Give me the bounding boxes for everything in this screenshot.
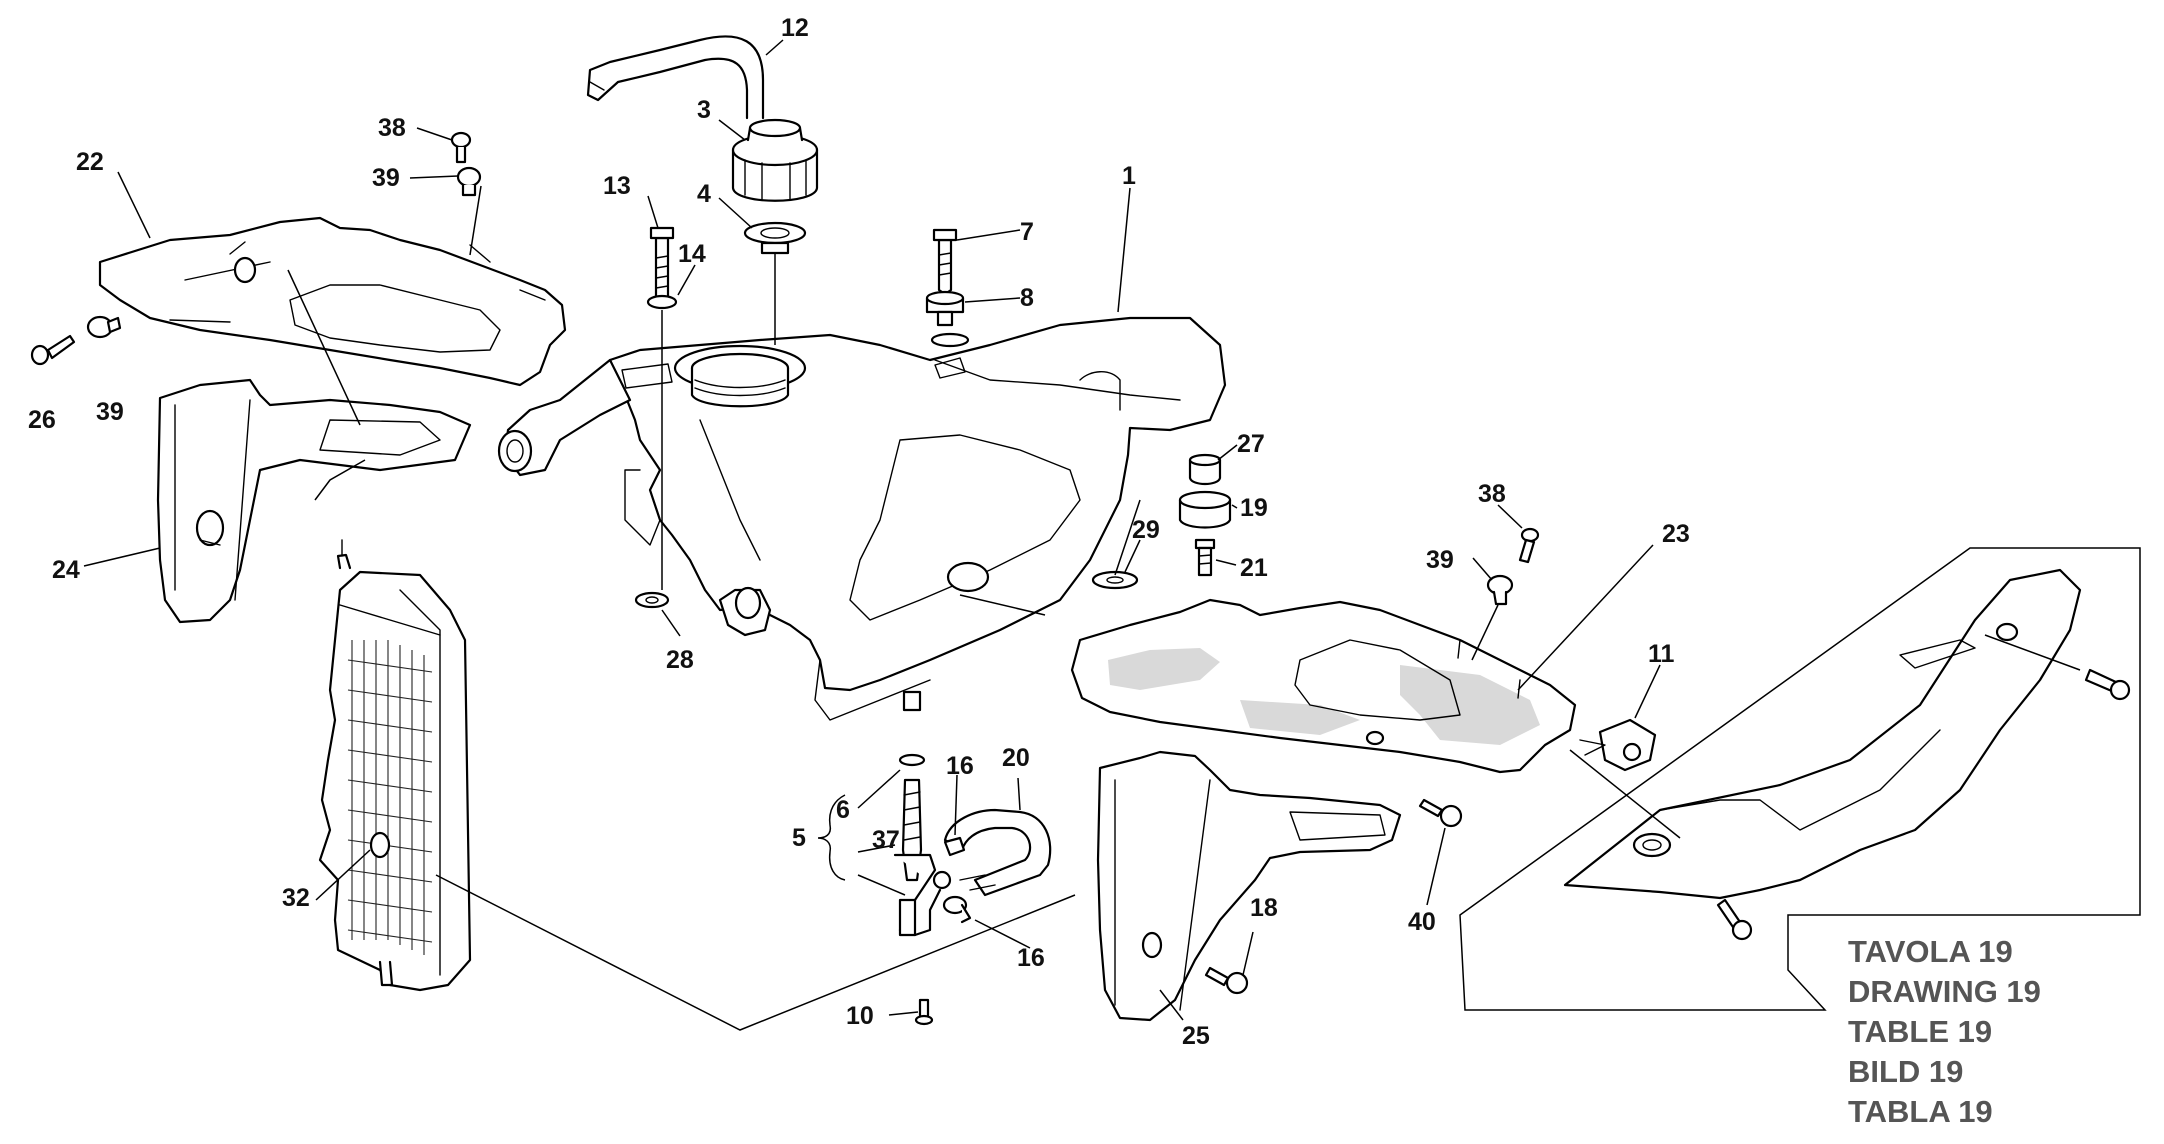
- callout-10: 10: [846, 1002, 874, 1030]
- callout-27: 27: [1237, 430, 1265, 458]
- tank-mount-hardware-left: [634, 226, 678, 609]
- leader-lines: [83, 39, 1661, 1021]
- callout-8: 8: [1020, 284, 1034, 312]
- sheet-label-tavola: TAVOLA 19: [1848, 934, 2013, 969]
- callout-labels: 12 3 4 1 7 8 13 14 28 38 39 22 26 39 24 …: [28, 14, 1690, 1050]
- side-panel-inset: [1459, 547, 2141, 1011]
- callout-1: 1: [1122, 162, 1136, 190]
- callout-38-right: 38: [1478, 480, 1506, 508]
- callout-11: 11: [1648, 640, 1675, 668]
- callout-21: 21: [1240, 554, 1268, 582]
- callout-16-top: 16: [946, 752, 974, 780]
- shroud-upper-left: [98, 216, 567, 387]
- callout-25: 25: [1182, 1022, 1210, 1050]
- fasteners-right: [1204, 527, 1657, 995]
- callout-26: 26: [28, 406, 56, 434]
- shroud-lower-left: [156, 378, 472, 624]
- callout-16-bottom: 16: [1017, 944, 1045, 972]
- tank-mount-hardware-right: [925, 228, 1232, 590]
- radiator-core: [347, 640, 433, 955]
- callout-39-left-bottom: 39: [96, 398, 124, 426]
- radiator: [318, 539, 472, 992]
- callout-12: 12: [781, 14, 809, 42]
- fuel-tap-assembly: [817, 753, 1052, 1026]
- routing-lines: [287, 269, 2081, 1031]
- callout-39-right: 39: [1426, 546, 1454, 574]
- callout-24: 24: [52, 556, 80, 584]
- fasteners-left: [30, 131, 482, 366]
- sheet-label-tabla: TABLA 19: [1848, 1094, 1993, 1129]
- callout-13: 13: [603, 172, 631, 200]
- callout-28: 28: [666, 646, 694, 674]
- sheet-label-bild: BILD 19: [1848, 1054, 1964, 1089]
- callout-32: 32: [282, 884, 310, 912]
- filler-cap-assembly: [586, 35, 819, 345]
- sheet-label-table: TABLE 19: [1848, 1014, 1993, 1049]
- callout-7: 7: [1020, 218, 1034, 246]
- callout-3: 3: [697, 96, 711, 124]
- callout-18: 18: [1250, 894, 1278, 922]
- callout-20: 20: [1002, 744, 1030, 772]
- callout-22: 22: [76, 148, 104, 176]
- callout-19: 19: [1240, 494, 1268, 522]
- callout-23: 23: [1662, 520, 1690, 548]
- callout-38-left: 38: [378, 114, 406, 142]
- callout-37: 37: [872, 826, 900, 854]
- callout-4: 4: [697, 180, 711, 208]
- shroud-lower-right: [1096, 750, 1402, 1022]
- callout-29: 29: [1132, 516, 1160, 544]
- shroud-upper-right: [1070, 598, 1577, 774]
- sheet-label-drawing: DRAWING 19: [1848, 974, 2041, 1009]
- callout-14: 14: [678, 240, 706, 268]
- callout-39-left-top: 39: [372, 164, 400, 192]
- callout-40: 40: [1408, 908, 1436, 936]
- callout-6: 6: [836, 796, 850, 824]
- fuel-tank: [497, 316, 1227, 721]
- callout-5: 5: [792, 824, 806, 852]
